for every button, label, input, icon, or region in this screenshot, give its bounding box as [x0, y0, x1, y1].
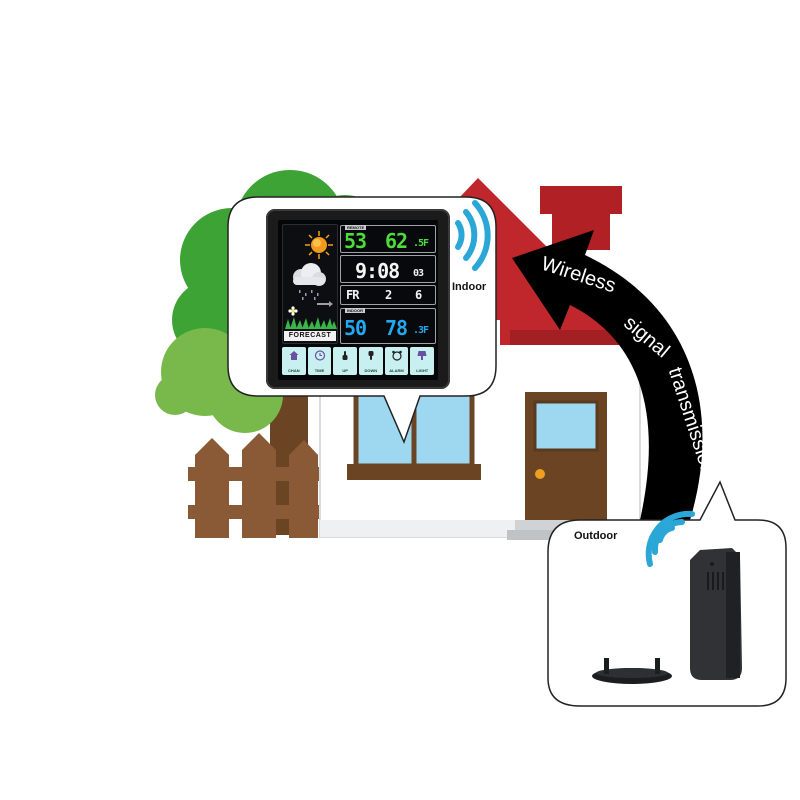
- outdoor-sensor: [592, 548, 742, 684]
- touch-button-row: CHAN TIME UP DOWN ALARM LIGHT: [282, 347, 435, 375]
- forecast-panel: FORECAST: [282, 224, 338, 344]
- lcd-screen: FORECAST REMOTE 53 62 .5F 9:08 03 FR 2 6…: [278, 220, 438, 380]
- hand-down-icon: [368, 351, 374, 360]
- indoor-humidity: 50: [344, 316, 367, 340]
- remote-temperature-unit: .5F: [413, 238, 429, 249]
- wooden-fence: [188, 433, 320, 538]
- cloud-icon: [293, 263, 326, 286]
- light-button[interactable]: LIGHT: [410, 347, 435, 375]
- outdoor-wifi-icon: [645, 510, 695, 567]
- indoor-label: Indoor: [452, 281, 487, 293]
- indoor-temperature-unit: .3F: [413, 325, 429, 336]
- date-day-of-month: 6: [415, 288, 422, 302]
- lamp-icon: [417, 351, 427, 360]
- up-button[interactable]: UP: [333, 347, 358, 375]
- sun-icon: [305, 231, 333, 259]
- alarm-clock-icon: [391, 350, 402, 361]
- grass-icon: [285, 317, 337, 329]
- outdoor-label: Outdoor: [574, 530, 618, 542]
- remote-humidity: 53: [344, 229, 367, 253]
- chimney: [540, 186, 622, 214]
- weather-station-display: FORECAST REMOTE 53 62 .5F 9:08 03 FR 2 6…: [266, 209, 450, 389]
- trend-arrow-icon: [317, 301, 333, 307]
- remote-readout: REMOTE 53 62 .5F: [340, 225, 436, 253]
- indoor-temperature: 78: [385, 316, 408, 340]
- clock-time: 9:08: [355, 259, 400, 283]
- date-day: FR: [346, 288, 359, 302]
- indoor-wifi-icon: [455, 200, 491, 271]
- date-month: 2: [385, 288, 392, 302]
- remote-temperature: 62: [385, 229, 408, 253]
- down-button[interactable]: DOWN: [359, 347, 383, 375]
- home-icon: [289, 351, 299, 360]
- indoor-readout: INDOOR 50 78 .3F: [340, 308, 436, 344]
- date-readout: FR 2 6: [340, 285, 436, 305]
- alarm-button[interactable]: ALARM: [384, 347, 409, 375]
- clock-readout: 9:08 03: [340, 255, 436, 283]
- forecast-label: FORECAST: [284, 331, 336, 341]
- forecast-weather-icons: [285, 231, 337, 329]
- time-button[interactable]: TIME: [307, 347, 332, 375]
- door-knob: [535, 469, 545, 479]
- wireless-signal-arrow: [512, 230, 703, 520]
- indoor-box-label: INDOOR: [345, 308, 365, 313]
- clock-icon: [314, 350, 325, 361]
- remote-label: REMOTE: [345, 225, 367, 230]
- clock-seconds: 03: [413, 268, 424, 279]
- flower-icon: [288, 306, 298, 316]
- chan-button[interactable]: CHAN: [282, 347, 306, 375]
- rain-icon: [299, 290, 319, 300]
- hand-up-icon: [342, 351, 348, 360]
